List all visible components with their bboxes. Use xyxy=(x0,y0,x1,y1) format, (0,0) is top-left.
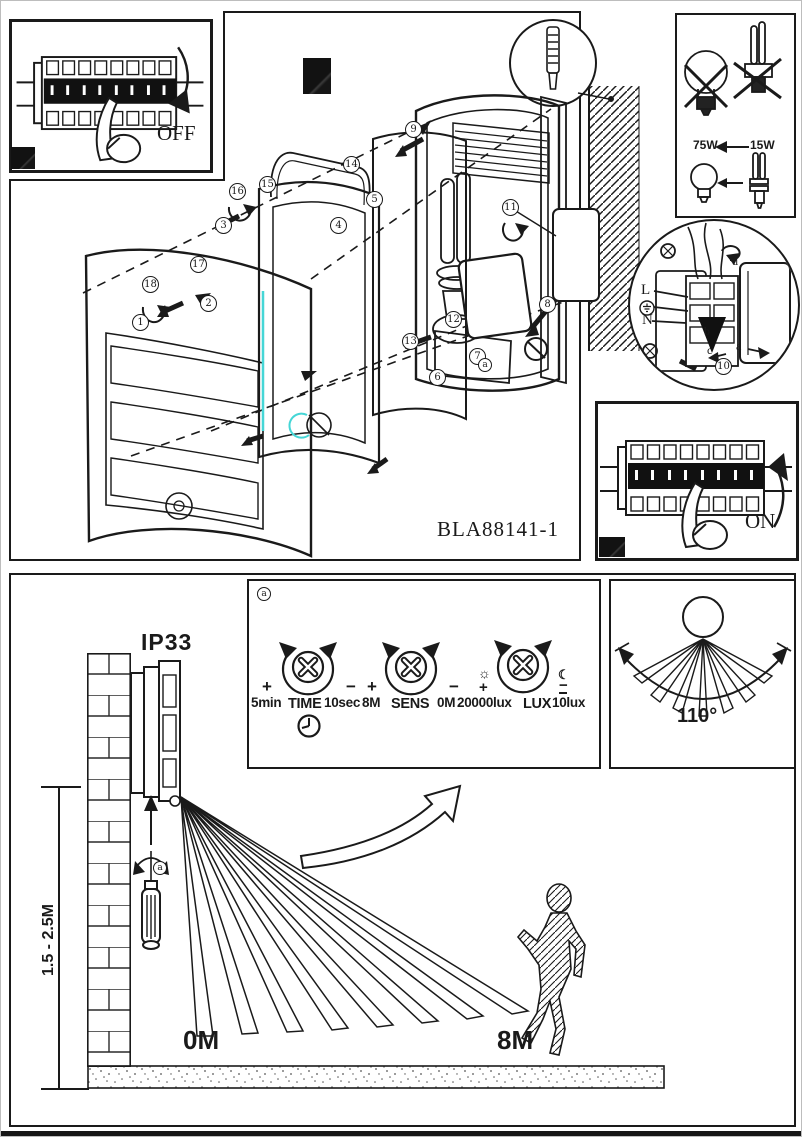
wiring-letter-a: a xyxy=(736,339,742,353)
lamp-back-housing xyxy=(414,94,561,392)
model-code: BLA88141-1 xyxy=(437,517,559,541)
angle-fan-illustration xyxy=(614,596,792,717)
terminal-block-sketch xyxy=(642,222,791,372)
part-number-15: 15 xyxy=(259,176,276,193)
sens-max: 8M xyxy=(362,695,381,710)
part-number-1: 1 xyxy=(132,314,149,331)
sens-label: SENS xyxy=(391,696,430,712)
lux-minus: − xyxy=(559,677,568,694)
breaker-off-illustration xyxy=(16,46,204,164)
part-number-16: 16 xyxy=(229,183,246,200)
main-box-notch-v xyxy=(223,11,225,181)
part-number-14: 14 xyxy=(343,156,360,173)
power-off-panel xyxy=(9,19,213,173)
part-number-12: 12 xyxy=(445,311,462,328)
part-number-2: 2 xyxy=(200,295,217,312)
front-cover xyxy=(84,248,332,558)
footer-bar xyxy=(1,1131,801,1136)
sens-knob xyxy=(382,642,440,696)
range-far-label: 8M xyxy=(497,1025,534,1055)
wattage-arrow xyxy=(715,141,749,153)
wires xyxy=(687,222,724,280)
screwdriver-adjust-icon xyxy=(133,795,169,950)
time-max: 5min xyxy=(251,695,282,710)
main-box-border-bottom xyxy=(9,559,581,561)
screwdriver-letter-a: a xyxy=(153,861,167,875)
sun-icon: ☼ xyxy=(478,665,491,681)
lux-min: 10lux xyxy=(552,695,586,710)
power-on-panel xyxy=(595,401,799,561)
lux-knob xyxy=(494,640,552,694)
wall-plate xyxy=(510,95,600,385)
wiring-detail-circle xyxy=(628,219,800,391)
cfl-wattage: 15W xyxy=(750,138,775,152)
incandescent-wattage: 75W xyxy=(693,138,718,152)
part-number-13: 13 xyxy=(402,333,419,350)
part-number-8: 8 xyxy=(539,296,556,313)
lux-max: 20000lux xyxy=(457,695,512,710)
pointing-hand xyxy=(95,96,142,164)
part-number-9: 9 xyxy=(405,121,422,138)
print-mark-icon xyxy=(303,58,331,94)
live-terminal-label: L xyxy=(641,282,651,298)
part-number-18: 18 xyxy=(142,276,159,293)
moon-icon: ☾ xyxy=(558,667,570,682)
sens-min: 0M xyxy=(437,695,456,710)
sens-plus: + xyxy=(367,677,377,696)
print-mark-icon xyxy=(11,147,35,169)
main-box-border-top xyxy=(223,11,581,13)
clock-icon xyxy=(297,714,321,738)
print-mark-icon xyxy=(599,537,625,557)
bulb-compat-panel xyxy=(675,13,796,218)
earth-ground-icon xyxy=(639,300,655,316)
detection-angle-panel xyxy=(609,579,796,769)
part-number-11: 11 xyxy=(502,199,519,216)
wiring-letter-d: d xyxy=(732,254,738,268)
pointing-hand xyxy=(681,481,728,550)
mounting-height-range: 1.5 - 2.5M xyxy=(40,903,57,977)
wall-anchor-icon xyxy=(546,26,560,90)
time-min: 10sec xyxy=(324,695,361,710)
range-near-label: 0M xyxy=(183,1025,220,1055)
knob-panel-letter-a: a xyxy=(257,587,271,601)
sens-minus: − xyxy=(449,677,459,696)
time-label: TIME xyxy=(288,696,322,712)
main-box-border-left xyxy=(9,179,11,561)
detection-angle-value: 110° xyxy=(677,705,718,727)
breaker-on-illustration xyxy=(600,440,792,550)
time-minus: − xyxy=(346,677,356,696)
part-number-3: 3 xyxy=(215,217,232,234)
part-number-17: 17 xyxy=(190,256,207,273)
part-number-5: 5 xyxy=(366,191,383,208)
brick-wall xyxy=(87,653,131,1067)
part-number-10: 10 xyxy=(715,358,732,375)
bulb-illustrations xyxy=(683,21,782,209)
on-label: ON xyxy=(745,509,776,533)
person-figure xyxy=(516,883,586,1056)
wiring-letter-b: b xyxy=(704,324,710,338)
exploded-letter-a: a xyxy=(478,358,492,372)
lux-label: LUX xyxy=(523,696,552,712)
ground-strip xyxy=(87,1065,665,1089)
time-knob xyxy=(279,642,337,696)
time-plus: + xyxy=(262,677,272,696)
lux-plus: + xyxy=(479,679,488,696)
neutral-terminal-label: N xyxy=(642,312,653,328)
cyan-arc-highlight xyxy=(288,412,310,439)
axis-arrowheads xyxy=(195,121,431,381)
main-box-notch-h xyxy=(9,179,225,181)
on-arrow xyxy=(772,470,785,528)
swing-arrow xyxy=(299,784,462,870)
part-number-6: 6 xyxy=(429,369,446,386)
height-dimension-line xyxy=(41,786,89,1090)
middle-frame xyxy=(257,151,381,465)
lamp-side-view xyxy=(130,660,181,807)
ip-rating: IP33 xyxy=(141,629,193,655)
wiring-letter-c: c xyxy=(707,343,713,357)
sensor-module xyxy=(457,252,533,340)
off-label: OFF xyxy=(157,121,196,145)
part-number-4: 4 xyxy=(330,217,347,234)
wire-insert-arrow xyxy=(698,317,726,353)
detection-beams xyxy=(180,796,531,1037)
